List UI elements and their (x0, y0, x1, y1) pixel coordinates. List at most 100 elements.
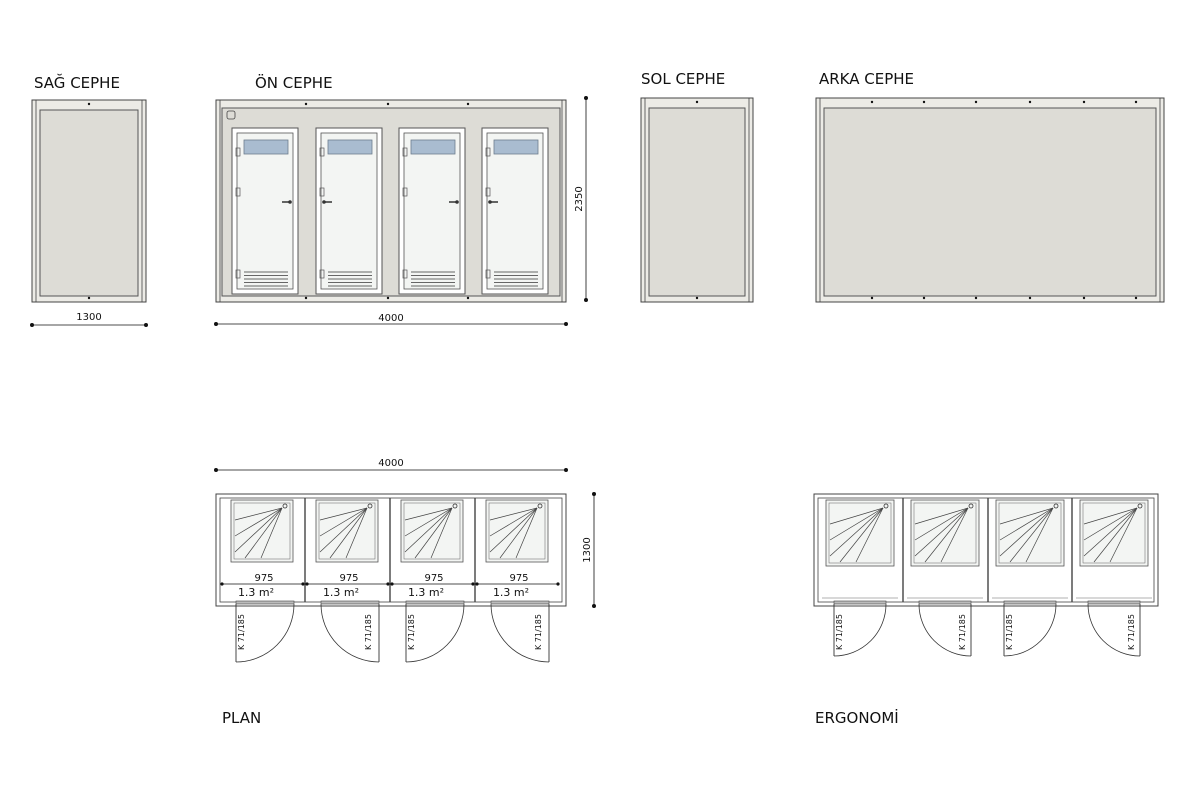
door-threshold (320, 600, 380, 605)
cabin-width-label: 975 (339, 573, 358, 584)
plan-cabin-4: 975 1.3 m² K 71/185 (474, 498, 560, 663)
shower-tray-icon (315, 499, 379, 563)
front-elevation-title: ÖN CEPHE (255, 73, 333, 92)
plan-cabin-1: 975 1.3 m² K 71/185 (220, 499, 305, 663)
door-size-label: K 71/185 (1005, 614, 1014, 650)
front-door-4 (481, 127, 549, 295)
door-threshold (833, 600, 887, 605)
front-elevation (215, 99, 567, 303)
door-swing: K 71/185 (490, 600, 550, 663)
shower-head-icon (883, 503, 889, 509)
door-swing: K 71/185 (405, 600, 465, 663)
door-threshold (1087, 600, 1141, 605)
hinge-icon (402, 269, 408, 279)
plan-width-dimension: 4000 (214, 458, 568, 472)
ergonomics-cabin-1: K 71/185 (822, 499, 898, 657)
shower-head-icon (1053, 503, 1059, 509)
back-elevation (815, 97, 1165, 303)
hinge-icon (319, 147, 325, 157)
hinge-icon (319, 187, 325, 197)
door-threshold (490, 600, 550, 605)
shower-head-icon (452, 503, 458, 509)
hinge-icon (485, 269, 491, 279)
door-swing: K 71/185 (1087, 600, 1141, 657)
back-elevation-title: ARKA CEPHE (819, 70, 914, 88)
shower-tray-icon (1079, 499, 1149, 567)
door-threshold (235, 600, 295, 605)
door-size-label: K 71/185 (237, 614, 246, 650)
door-size-label: K 71/185 (1127, 614, 1136, 650)
plan-depth-dimension: 1300 (582, 492, 596, 608)
door-swing: K 71/185 (1003, 600, 1057, 657)
plan-cabin-3: 975 1.3 m² K 71/185 (389, 498, 475, 663)
plan-cabin-2: 975 1.3 m² K 71/185 (304, 498, 390, 663)
ergonomics-cabins: K 71/185 K 71/185 K 71/185 K 71/185 (822, 498, 1152, 657)
shower-tray-icon (400, 499, 464, 563)
door-threshold (1003, 600, 1057, 605)
cabin-width-label: 975 (509, 573, 528, 584)
cabin-area-label: 1.3 m² (408, 586, 444, 599)
door-vent-window (493, 139, 539, 155)
front-door-3 (398, 127, 466, 295)
hinge-icon (235, 269, 241, 279)
front-height-dimension: 2350 (574, 96, 588, 302)
right-elevation (31, 99, 147, 303)
cabin-width-label: 975 (254, 573, 273, 584)
door-swing: K 71/185 (833, 600, 887, 657)
door-swing: K 71/185 (235, 600, 295, 663)
door-size-label: K 71/185 (364, 614, 373, 650)
cabin-width-label: 975 (424, 573, 443, 584)
door-size-label: K 71/185 (958, 614, 967, 650)
front-width-dimension: 4000 (214, 313, 568, 326)
right-elevation-title: SAĞ CEPHE (34, 73, 120, 92)
shower-tray-icon (825, 499, 895, 567)
left-elevation-title: SOL CEPHE (641, 70, 725, 88)
door-threshold (405, 600, 465, 605)
front-doors (231, 127, 549, 295)
hinge-icon (235, 187, 241, 197)
door-vent-window (410, 139, 456, 155)
shower-tray-icon (485, 499, 549, 563)
cabin-area-label: 1.3 m² (323, 586, 359, 599)
hinge-icon (485, 147, 491, 157)
door-swing: K 71/185 (918, 600, 972, 657)
door-size-label: K 71/185 (407, 614, 416, 650)
door-vent-window (327, 139, 373, 155)
front-door-2 (315, 127, 383, 295)
plan-cabins: 975 1.3 m² K 71/185 975 1.3 m² K 71/185 975 1.3… (220, 498, 560, 663)
shower-tray-icon (230, 499, 294, 563)
door-vent-window (243, 139, 289, 155)
hinge-icon (319, 269, 325, 279)
front-height-label: 2350 (574, 186, 585, 211)
plan-width-label: 4000 (378, 458, 403, 469)
right-width-dimension: 1300 (30, 312, 148, 327)
door-size-label: K 71/185 (534, 614, 543, 650)
left-elevation (640, 97, 754, 303)
ergonomics-cabin-3: K 71/185 (987, 498, 1068, 657)
door-threshold (918, 600, 972, 605)
shower-head-icon (367, 503, 373, 509)
right-width-label: 1300 (76, 312, 101, 323)
plan-title: PLAN (222, 709, 261, 727)
ergonomics-cabin-4: K 71/185 (1071, 498, 1152, 657)
front-door-1 (231, 127, 299, 295)
hinge-icon (402, 187, 408, 197)
hinge-icon (402, 147, 408, 157)
shower-tray-icon (995, 499, 1065, 567)
plan-depth-label: 1300 (582, 537, 593, 562)
door-size-label: K 71/185 (835, 614, 844, 650)
shower-head-icon (282, 503, 288, 509)
hinge-icon (235, 147, 241, 157)
door-swing: K 71/185 (320, 600, 380, 663)
shower-head-icon (1137, 503, 1143, 509)
front-width-label: 4000 (378, 313, 403, 324)
cabin-area-label: 1.3 m² (493, 586, 529, 599)
shower-head-icon (537, 503, 543, 509)
ergonomics-title: ERGONOMİ (815, 708, 899, 727)
ergonomics-cabin-2: K 71/185 (902, 498, 983, 657)
hinge-icon (485, 187, 491, 197)
shower-tray-icon (910, 499, 980, 567)
cabin-area-label: 1.3 m² (238, 586, 274, 599)
shower-head-icon (968, 503, 974, 509)
